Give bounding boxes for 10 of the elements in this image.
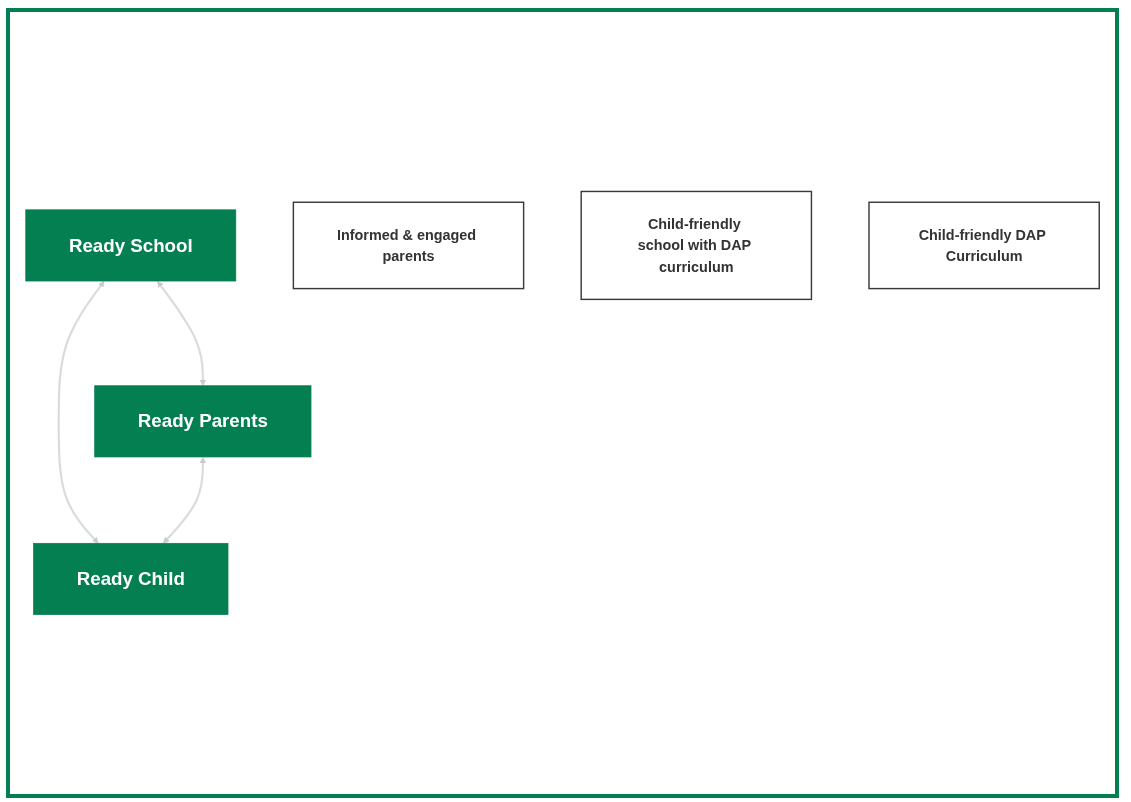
- arrow: [157, 281, 206, 386]
- node-box: [580, 190, 813, 301]
- arrow: [57, 281, 105, 544]
- frame-border: Ready School Ready Parents Ready Child Informed & engaged parents Child-friendly school with DAP curriculum Child-friendly DAP Curriculum: [6, 8, 1119, 798]
- node-box: [94, 385, 312, 458]
- node-box: [868, 201, 1100, 290]
- node-box: [33, 542, 229, 615]
- node-box: [25, 209, 237, 282]
- arrow: [163, 456, 206, 544]
- node-box: [292, 201, 525, 290]
